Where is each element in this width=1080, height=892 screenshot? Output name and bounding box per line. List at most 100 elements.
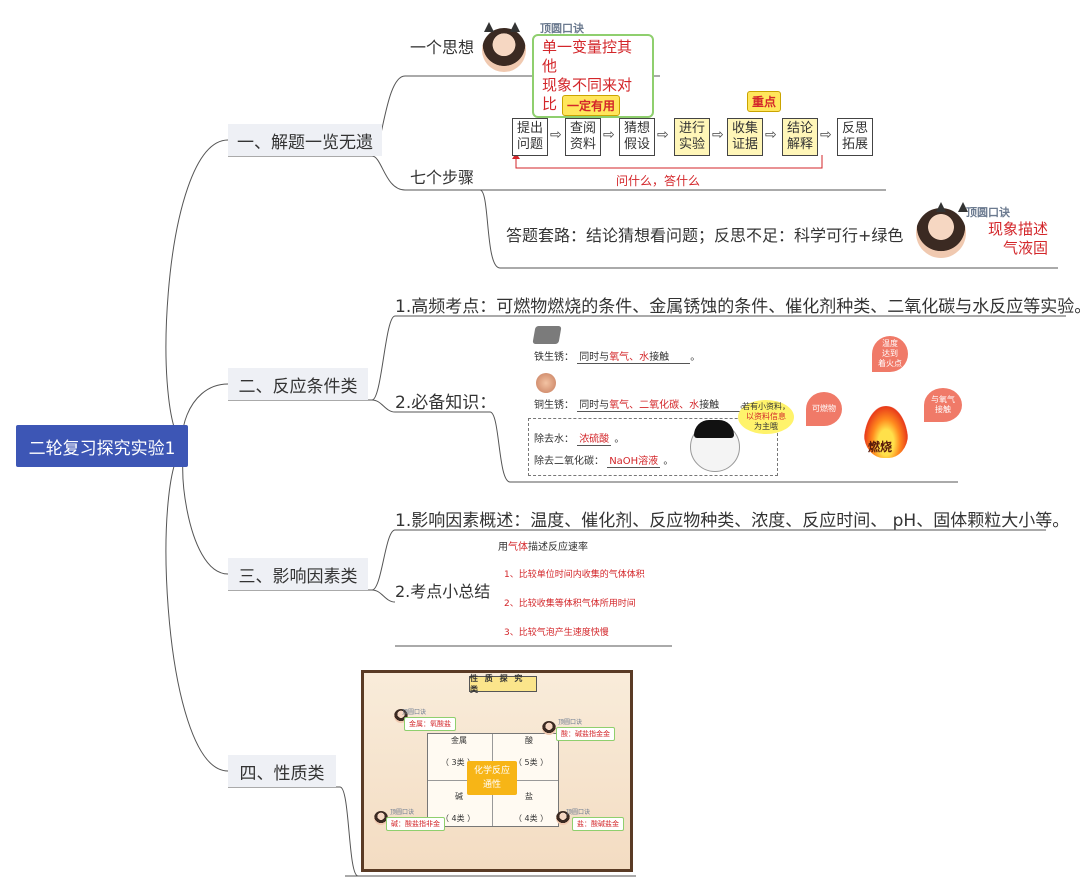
arrow-right-icon: ⇨ (712, 127, 724, 143)
remove-water-line: 除去水： 浓硫酸 。 (534, 430, 624, 446)
b1-tag-2: 顶圆口诀 (966, 206, 1010, 219)
iron-rust-line: 铁生锈： 同时与氧气、水接触 。 (534, 348, 700, 364)
connector-b1-routine (479, 189, 501, 269)
tip-speech-bubble: 若有小资料， 以资料信息 为主哦 (738, 400, 794, 434)
b2-item2[interactable]: 2.必备知识： (395, 393, 497, 413)
count-salt: （ 4类 ） (514, 814, 549, 823)
card-acid: 酸：碱盐指金金 (556, 727, 615, 741)
speech-line: 若有小资料， (742, 402, 790, 411)
b1-idea-card: 单一变量控其他 现象不同来对比 (532, 34, 654, 118)
bubble-line: 着火点 (878, 359, 902, 368)
b1-tag-1: 顶圆口诀 (540, 22, 584, 35)
cat-ear-icon (484, 22, 494, 32)
step-hypothesis: 猜想 假设 (619, 118, 655, 156)
loop-text: 问什么，答什么 (616, 174, 701, 188)
bubble-line: 可燃物 (812, 404, 836, 413)
root-node[interactable]: 二轮复习探究实验1 (16, 425, 188, 467)
b1-idea-label[interactable]: 一个思想 (410, 38, 475, 57)
card-salt: 盐：酸碱盐金 (572, 817, 624, 831)
cell-metal: 金属 (451, 736, 467, 745)
b1-idea-card-line: 现象不同来对比 (542, 76, 633, 113)
b3-point-2: 2、比较收集等体积气体所用时间 (504, 599, 636, 609)
cell-salt: 盐 (525, 792, 533, 801)
step-text: 收集 证据 (731, 121, 758, 152)
removal-box (528, 418, 778, 476)
teacher-avatar-1 (482, 28, 526, 72)
count-metal: （ 3类 ） (441, 758, 476, 767)
rate-post: 描述反应速率 (528, 542, 588, 553)
branch-factors[interactable]: 三、影响因素类 (228, 558, 368, 590)
card-base: 碱：酸盐指非金 (386, 817, 445, 831)
bubble-oxygen: 与氧气 接触 (924, 388, 962, 422)
loop-line (515, 155, 823, 169)
cat-ear-icon (936, 202, 946, 212)
b1-steps-label[interactable]: 七个步骤 (410, 168, 475, 187)
step-text: 提出 问题 (516, 121, 543, 152)
period: 。 (614, 434, 625, 445)
meme-hair-icon (694, 420, 734, 438)
remove-water-agent: 浓硫酸 (577, 430, 612, 446)
step-text: 反思 拓展 (841, 121, 868, 152)
root-label: 二轮复习探究实验1 (28, 438, 176, 459)
connector-b2-knowledge (489, 411, 511, 483)
remove-co2-label: 除去二氧化碳： (534, 456, 604, 467)
rate-pre: 用 (498, 542, 508, 553)
arrow-right-icon: ⇨ (765, 127, 777, 143)
step-experiment: 进行 实验 (674, 118, 710, 156)
branch-solving-label: 一、解题一览无遗 (237, 132, 373, 153)
speech-line: 为主哦 (754, 422, 778, 431)
step-ask-question: 提出 问题 (512, 118, 548, 156)
b3-point-1: 1、比较单位时间内收集的气体体积 (504, 570, 645, 580)
b1-routine-card-line: 气液固 (1002, 239, 1048, 257)
connector-b2-item2 (371, 399, 396, 413)
mini-tag: 顶圆口诀 (566, 809, 591, 816)
connector-b2-item1 (371, 315, 396, 401)
teacher-avatar-mini (374, 811, 388, 825)
b1-idea-card-line: 单一变量控其他 (542, 38, 633, 75)
step-text: 进行 实验 (678, 121, 705, 152)
connector-b1-steps (371, 155, 406, 191)
arrow-right-icon: ⇨ (550, 127, 562, 143)
period: 。 (663, 456, 674, 467)
bubble-line: 与氧气 (931, 395, 955, 404)
b3-rate-header: 用气体描述反应速率 (498, 538, 588, 553)
copper-prefix: 铜生锈： (534, 400, 574, 411)
bubble-line: 达到 (882, 349, 898, 358)
center-line: 化学反应 (473, 766, 510, 776)
center-line: 通性 (482, 780, 501, 790)
b2-item1[interactable]: 1.高频考点：可燃物燃烧的条件、金属锈蚀的条件、催化剂种类、二氧化碳与水反应等实… (395, 297, 1080, 317)
speech-line: 以资料信息 (746, 412, 786, 421)
branch-conditions[interactable]: 二、反应条件类 (228, 368, 368, 400)
step-conclusion: 结论 解释 (782, 118, 818, 156)
branch-properties-label: 四、性质类 (239, 763, 325, 784)
step-text: 猜想 假设 (623, 121, 650, 152)
b3-item2[interactable]: 2.考点小总结 (395, 582, 491, 601)
copper-text: 同时与 (579, 400, 610, 411)
branch-factors-label: 三、影响因素类 (238, 566, 358, 587)
iron-red: 氧气、水 (609, 352, 650, 363)
copper-red: 氧气、二氧化碳、水 (609, 400, 700, 411)
step-text: 结论 解释 (786, 121, 813, 152)
b3-point-3: 3、比较气泡产生速度快慢 (504, 628, 609, 638)
arrow-right-icon: ⇨ (657, 127, 669, 143)
b1-routine[interactable]: 答题套路：结论猜想看问题；反思不足：科学可行+绿色 (506, 226, 904, 245)
cell-acid: 酸 (525, 736, 533, 745)
badge-key: 重点 (747, 91, 782, 112)
step-research: 查阅 资料 (565, 118, 601, 156)
fire-icon (864, 406, 908, 458)
panel-title: 性 质 探 究 类 (469, 674, 537, 694)
teacher-avatar-mini (556, 811, 570, 825)
step-text: 查阅 资料 (569, 121, 596, 152)
properties-panel: 性 质 探 究 类 金属 酸 （ 3类 ） （ 5类 ） 碱 盐 （ 4类 ） … (361, 670, 633, 872)
remove-water-label: 除去水： (534, 434, 574, 445)
mini-tag: 顶圆口诀 (402, 709, 427, 716)
connector-b3-item2 (371, 589, 396, 603)
loop-arrowhead (512, 153, 520, 159)
branch-solving[interactable]: 一、解题一览无遗 (228, 124, 382, 156)
b1-routine-card-line: 现象描述 (987, 220, 1048, 238)
branch-conditions-label: 二、反应条件类 (238, 376, 358, 397)
branch-properties[interactable]: 四、性质类 (228, 755, 336, 787)
b3-item1[interactable]: 1.影响因素概述：温度、催化剂、反应物种类、浓度、反应时间、 pH、固体颗粒大小… (395, 511, 1070, 531)
connector-branch-4 (165, 445, 229, 772)
iron-suffix: 接触 (649, 352, 670, 363)
